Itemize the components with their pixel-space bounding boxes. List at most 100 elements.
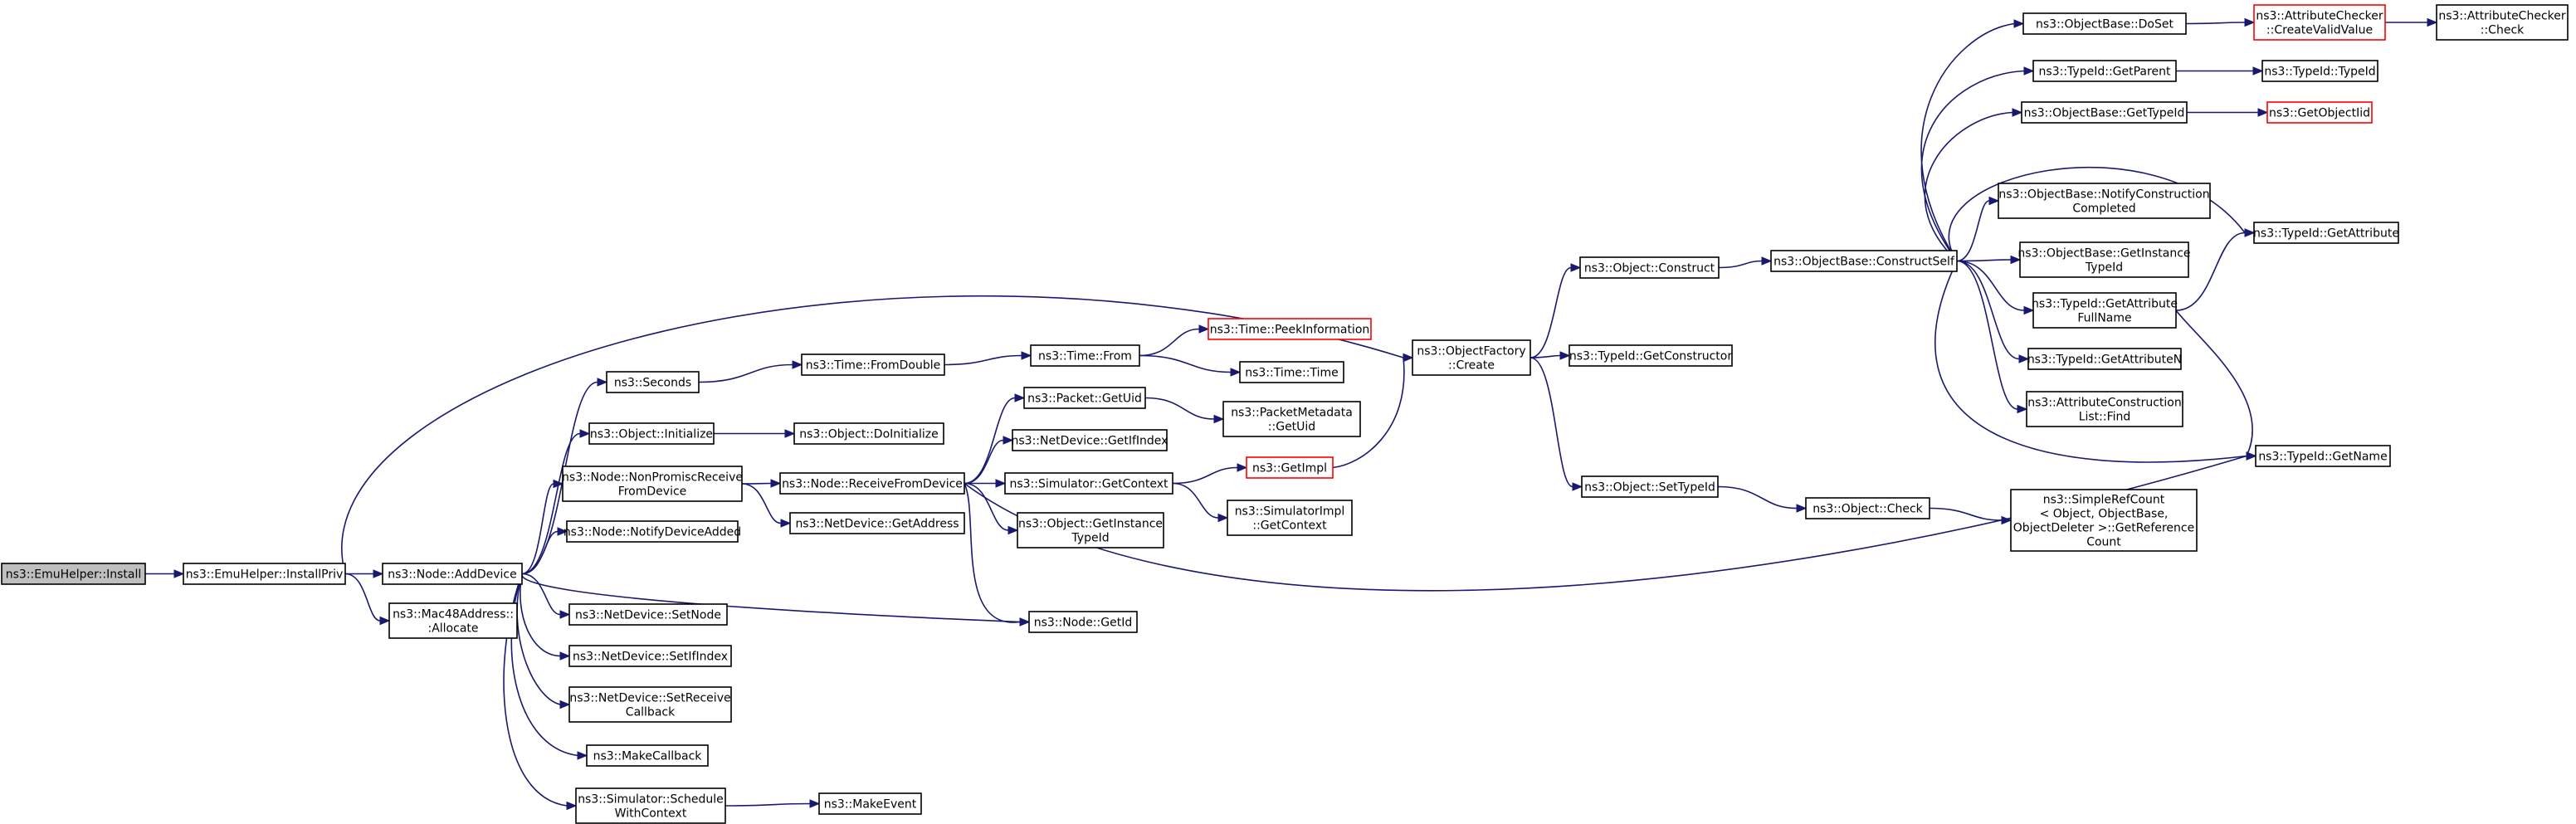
node-obj-construct[interactable]: ns3::Object::Construct <box>1579 256 1720 279</box>
node-label: ns3::EmuHelper::Install <box>6 568 141 582</box>
node-nd-set-if-index[interactable]: ns3::NetDevice::SetIfIndex <box>568 645 732 667</box>
node-sim-get-context[interactable]: ns3::Simulator::GetContext <box>1004 472 1173 495</box>
node-get-object-iid[interactable]: ns3::GetObjectIid <box>2266 101 2373 124</box>
node-packet-get-uid[interactable]: ns3::Packet::GetUid <box>1023 387 1146 409</box>
edge-line <box>341 295 1404 574</box>
node-obj-check[interactable]: ns3::Object::Check <box>1805 497 1930 519</box>
node-box <box>1030 344 1140 367</box>
node-label: :Allocate <box>427 622 478 636</box>
node-seconds[interactable]: ns3::Seconds <box>606 371 700 393</box>
node-get-attribute-n[interactable]: ns3::TypeId::GetAttributeN <box>2027 348 2182 370</box>
edge-arrowhead <box>2012 108 2023 117</box>
node-box <box>1770 250 1958 272</box>
node-nd-get-if-index[interactable]: ns3::NetDevice::GetIfIndex <box>1012 429 1168 451</box>
edge-arrowhead <box>1572 482 1583 491</box>
edge-line <box>1934 261 2247 463</box>
node-label: FromDevice <box>618 485 687 499</box>
node-time-from[interactable]: ns3::Time::From <box>1030 344 1140 367</box>
edge-arrowhead <box>579 429 591 438</box>
node-nd-set-node[interactable]: ns3::NetDevice::SetNode <box>568 603 728 626</box>
edge-arrowhead <box>2427 17 2438 27</box>
node-box <box>1412 339 1531 376</box>
edge-add-device-to-nd-set-receive <box>516 573 571 709</box>
node-time-time[interactable]: ns3::Time::Time <box>1239 361 1344 383</box>
node-label: ns3::TypeId::GetConstructor <box>1569 350 1732 363</box>
edge-line <box>1172 482 1219 519</box>
edge-line <box>964 482 1009 531</box>
node-peek-information[interactable]: ns3::Time::PeekInformation <box>1208 318 1372 340</box>
node-label: ns3::NetDevice::GetIfIndex <box>1012 435 1168 448</box>
edge-arrowhead <box>2246 451 2257 461</box>
node-time-from-double[interactable]: ns3::Time::FromDouble <box>801 353 945 376</box>
edge-arrowhead <box>1217 513 1229 523</box>
edge-arrowhead <box>2017 404 2028 414</box>
node-label: < Object, ObjectBase, <box>2040 508 2169 521</box>
edge-arrowhead <box>995 479 1007 488</box>
node-do-initialize[interactable]: ns3::Object::DoInitialize <box>793 422 944 445</box>
node-label: ns3::TypeId::GetName <box>2258 451 2387 464</box>
node-construct-self[interactable]: ns3::ObjectBase::ConstructSelf <box>1770 250 1958 272</box>
node-get-name[interactable]: ns3::TypeId::GetName <box>2255 445 2391 467</box>
edge-line <box>1924 111 2013 262</box>
edge-construct-self-to-type-id-get-parent <box>1920 66 2035 261</box>
node-sim-impl-get-context[interactable]: ns3::SimulatorImpl::GetContext <box>1227 500 1353 536</box>
node-box <box>1012 429 1168 451</box>
edge-line <box>1718 260 1763 269</box>
node-obj-set-type-id[interactable]: ns3::Object::SetTypeId <box>1581 475 1719 498</box>
edge-line <box>964 483 1021 623</box>
node-notify-device-added[interactable]: ns3::Node::NotifyDeviceAdded <box>564 520 741 543</box>
node-mac-allocate[interactable]: ns3::Mac48Address:::Allocate <box>388 602 518 639</box>
node-type-id-type-id[interactable]: ns3::TypeId::TypeId <box>2261 60 2378 82</box>
node-label: ns3::Seconds <box>614 377 691 390</box>
node-make-event[interactable]: ns3::MakeEvent <box>818 792 922 815</box>
node-simple-ref-count[interactable]: ns3::SimpleRefCount< Object, ObjectBase,… <box>2010 489 2198 552</box>
node-receive-from-device[interactable]: ns3::Node::ReceiveFromDevice <box>779 472 965 495</box>
node-pm-get-uid[interactable]: ns3::PacketMetadata::GetUid <box>1222 401 1361 437</box>
node-node-get-id[interactable]: ns3::Node::GetId <box>1028 611 1138 633</box>
edge-line <box>521 483 554 575</box>
edge-obj-factory-create-to-type-id-get-constructor <box>1530 351 1571 360</box>
node-do-set[interactable]: ns3::ObjectBase::DoSet <box>2022 12 2187 35</box>
node-notify-construction[interactable]: ns3::ObjectBase::NotifyConstructionCompl… <box>1998 183 2211 219</box>
node-box <box>1998 183 2211 219</box>
node-box <box>568 645 732 667</box>
edge-arrowhead <box>379 616 391 626</box>
node-add-device[interactable]: ns3::Node::AddDevice <box>382 563 523 585</box>
edge-obj-initialize-to-do-initialize <box>714 429 796 438</box>
node-type-id-get-parent[interactable]: ns3::TypeId::GetParent <box>2032 60 2177 82</box>
node-create-valid-value[interactable]: ns3::AttributeChecker::CreateValidValue <box>2253 4 2386 41</box>
node-box <box>2022 12 2187 35</box>
edge-time-from-to-peek-information <box>1139 324 1210 357</box>
node-get-impl[interactable]: ns3::GetImpl <box>1246 456 1334 479</box>
edge-arrowhead <box>1796 504 1808 513</box>
node-attr-checker-check[interactable]: ns3::AttributeChecker::Check <box>2436 4 2569 41</box>
node-label: ns3::Node::NonPromiscReceive <box>562 471 743 485</box>
node-ob-get-type-id[interactable]: ns3::ObjectBase::GetTypeId <box>2021 101 2188 124</box>
node-obj-factory-create[interactable]: ns3::ObjectFactory::Create <box>1412 339 1531 376</box>
edge-line <box>344 573 381 622</box>
node-label: ::CreateValidValue <box>2266 24 2373 37</box>
node-label: ::Check <box>2481 24 2525 37</box>
node-make-callback[interactable]: ns3::MakeCallback <box>586 744 709 767</box>
edge-arrowhead <box>1198 324 1210 334</box>
node-get-attribute[interactable]: ns3::TypeId::GetAttribute <box>2253 222 2399 244</box>
node-box <box>606 371 700 393</box>
node-label: List::Find <box>2079 411 2131 424</box>
edge-construct-self-to-attr-construction-find <box>1956 260 2028 414</box>
edge-create-valid-value-to-attr-checker-check <box>2385 17 2438 27</box>
node-type-id-get-constructor[interactable]: ns3::TypeId::GetConstructor <box>1569 344 1733 367</box>
node-nd-get-address[interactable]: ns3::NetDevice::GetAddress <box>789 512 965 534</box>
edge-line <box>521 432 581 575</box>
node-obj-initialize[interactable]: ns3::Object::Initialize <box>588 422 715 445</box>
node-emu-install-priv[interactable]: ns3::EmuHelper::InstallPriv <box>183 563 346 585</box>
node-label: ns3::Packet::GetUid <box>1027 392 1142 406</box>
node-label: ns3::TypeId::GetAttribute <box>2032 298 2178 311</box>
